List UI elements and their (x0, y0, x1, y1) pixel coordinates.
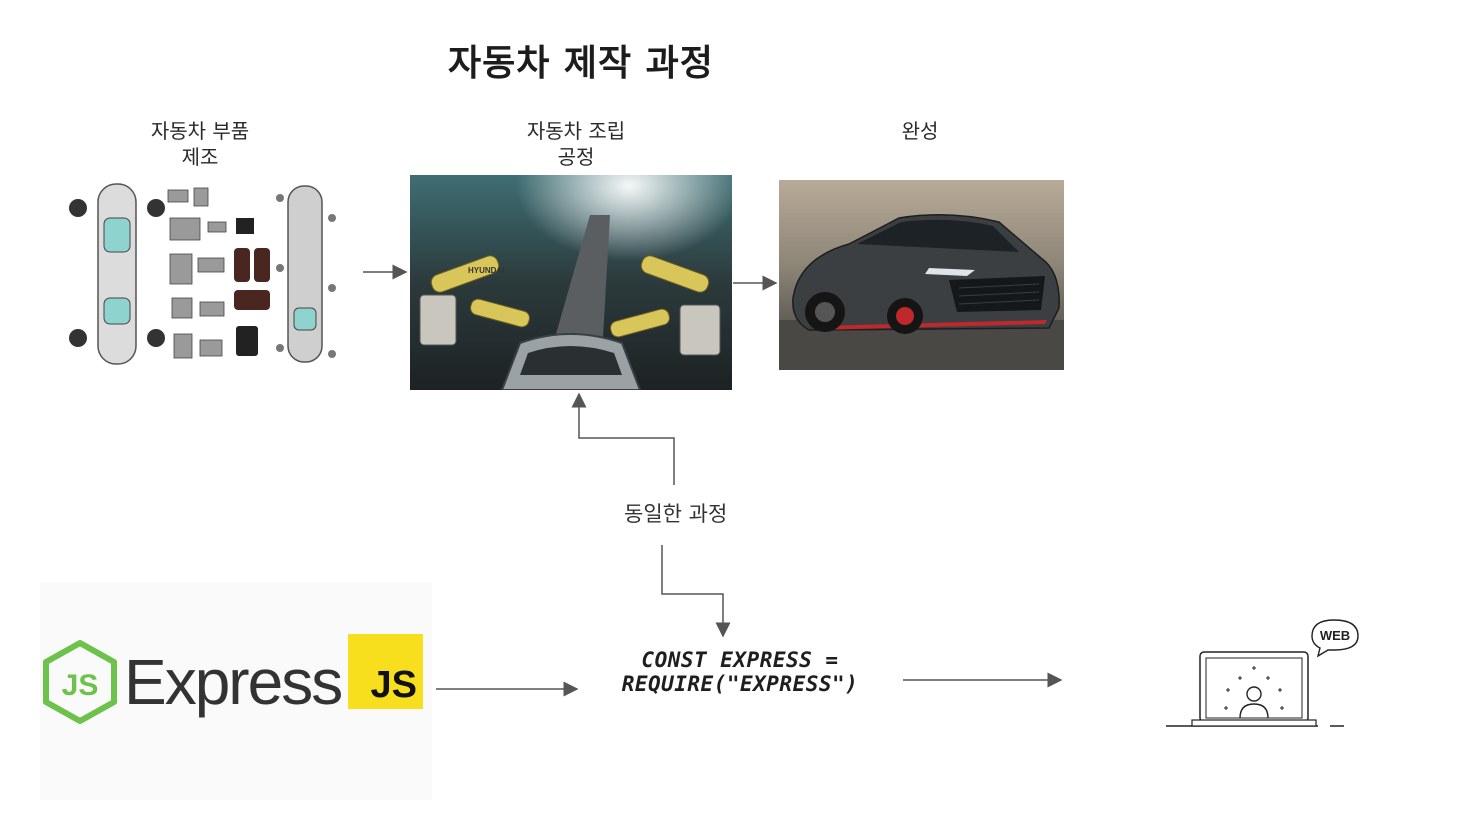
stage-label-complete: 완성 (901, 119, 939, 143)
arrow-same-process-to-code (661, 545, 731, 638)
finished-car-image (779, 180, 1064, 370)
stage-label-parts: 자동차 부품 제조 (150, 119, 250, 169)
diagram-title: 자동차 제작 과정 (448, 43, 714, 84)
assembly-brand-text: HYUNDAI (468, 266, 504, 275)
web-laptop-icon: WEB (1162, 616, 1362, 732)
logo-panel: JS Express JS (40, 582, 432, 800)
js-logo: JS (348, 634, 423, 709)
same-process-label: 동일한 과정 (624, 502, 728, 526)
express-wordmark: Express (124, 646, 343, 718)
web-bubble-text: WEB (1320, 628, 1350, 643)
assembly-line-image: HYUNDAI (410, 175, 732, 390)
stage-label-assembly: 자동차 조립 공정 (526, 119, 626, 169)
nodejs-logo: JS (42, 640, 118, 724)
require-express-code: CONST EXPRESS = REQUIRE("EXPRESS") (621, 648, 859, 696)
car-parts-image (58, 178, 342, 370)
node-badge-text: JS (62, 669, 99, 702)
js-badge-text: JS (370, 664, 417, 706)
arrow-same-process-to-assembly (571, 392, 675, 485)
